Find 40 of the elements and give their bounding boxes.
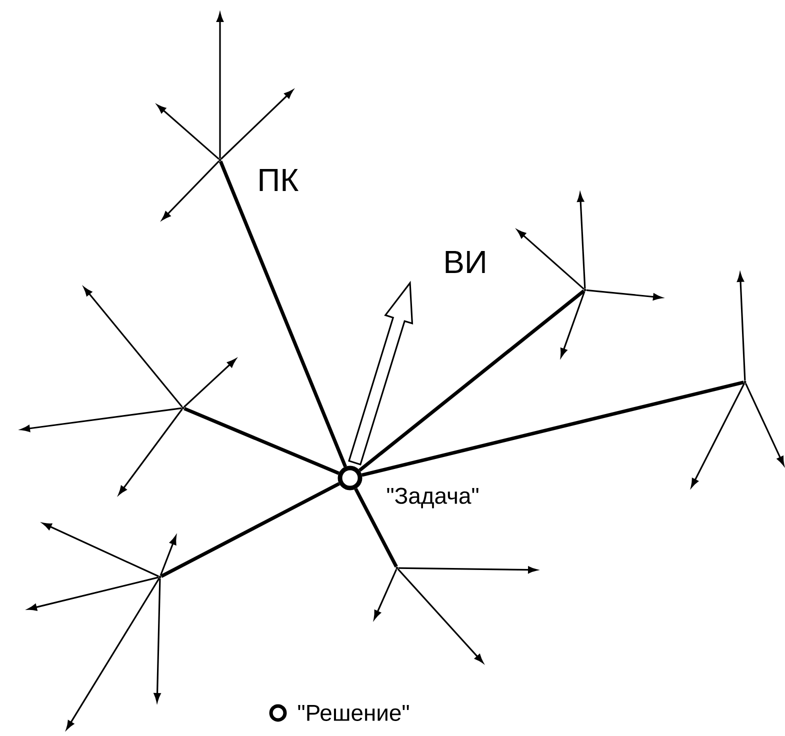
junction-point: [584, 288, 586, 292]
node-caption: "Задача": [387, 488, 478, 508]
node-circle: [338, 466, 362, 490]
arrow: [516, 230, 584, 290]
arrow: [737, 272, 746, 381]
arrow: [397, 568, 484, 664]
arrow: [160, 536, 176, 576]
arrow: [20, 407, 182, 432]
legend-text: "Решение": [298, 705, 409, 721]
part-label: ВИ: [446, 251, 485, 273]
arrow: [66, 578, 160, 730]
arrow: [744, 382, 784, 466]
arrow: [184, 358, 236, 408]
arrow: [42, 522, 160, 578]
arrow: [162, 160, 220, 220]
arrow: [118, 408, 183, 495]
junction-point: [158, 576, 162, 578]
junction-point: [218, 158, 222, 162]
arrow: [374, 569, 398, 620]
arrow: [586, 289, 662, 300]
arrow: [560, 291, 586, 358]
connector-line: [354, 488, 398, 568]
arrow: [220, 90, 294, 160]
arrow: [28, 576, 159, 611]
part-label: ПК: [260, 169, 298, 191]
junction-point: [396, 566, 398, 570]
connector-line: [160, 482, 340, 578]
connector-line: [218, 160, 347, 468]
arrow: [577, 192, 586, 289]
connector-line: [358, 290, 585, 472]
junction-point: [744, 380, 746, 384]
arrow: [690, 382, 746, 488]
arrow: [154, 578, 161, 702]
arrow: [398, 566, 538, 574]
connector-line: [184, 406, 340, 475]
junction-point: [182, 406, 184, 410]
connector-line: [362, 380, 744, 477]
arrow: [156, 104, 220, 160]
arrow: [216, 12, 224, 159]
arrow: [84, 287, 183, 408]
